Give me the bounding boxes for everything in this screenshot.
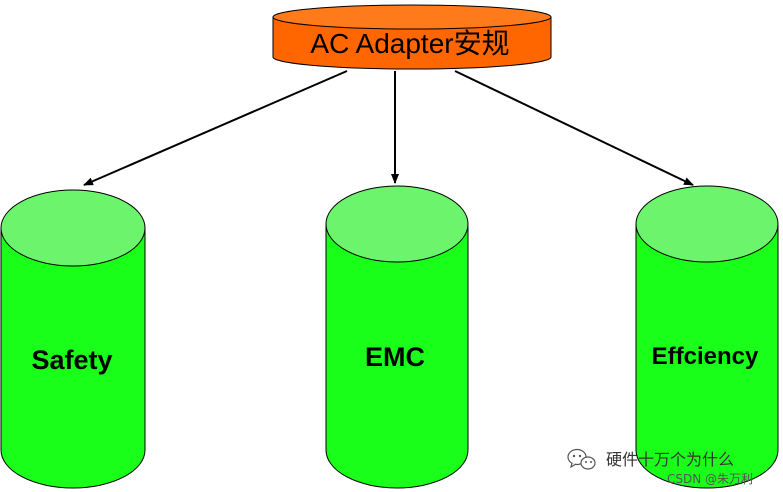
cylinder-emc: EMC bbox=[325, 185, 469, 489]
cylinder-safety: Safety bbox=[0, 189, 146, 489]
top-node-label: AC Adapter安规 bbox=[310, 28, 509, 59]
cylinder-emc-label: EMC bbox=[365, 342, 425, 372]
watermark: 硬件十万个为什么 CSDN @朱万利 bbox=[567, 448, 753, 486]
cylinder-safety-body bbox=[0, 227, 146, 489]
cylinder-efficiency-cap bbox=[635, 185, 779, 263]
top-node-cap bbox=[272, 4, 552, 30]
cylinder-emc-cap bbox=[325, 185, 469, 263]
cylinder-efficiency-label: Effciency bbox=[652, 343, 759, 370]
top-node-ac-adapter: AC Adapter安规 bbox=[272, 4, 552, 70]
cylinder-efficiency-body bbox=[635, 223, 779, 489]
arrow-to-safety bbox=[83, 70, 348, 186]
top-node-body bbox=[272, 16, 552, 70]
arrow-to-efficiency bbox=[454, 70, 694, 186]
cylinder-safety-label: Safety bbox=[31, 345, 112, 375]
cylinder-efficiency: Effciency bbox=[635, 185, 779, 489]
wechat-icon bbox=[567, 448, 596, 470]
cylinder-safety-cap bbox=[0, 189, 146, 267]
watermark-source: CSDN @朱万利 bbox=[667, 472, 753, 486]
watermark-account: 硬件十万个为什么 bbox=[606, 450, 734, 469]
cylinder-emc-body bbox=[325, 223, 469, 489]
